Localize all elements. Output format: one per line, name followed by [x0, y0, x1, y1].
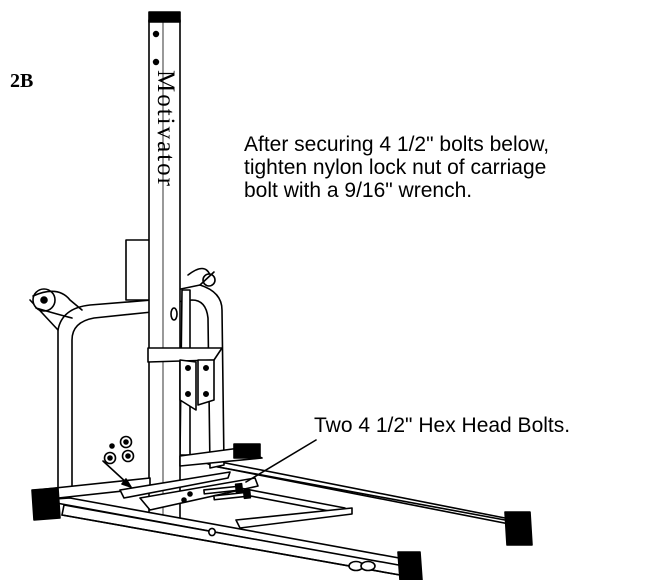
- base-frame: [36, 472, 410, 575]
- hex-head-bolts: [182, 484, 250, 502]
- arrow-left-nut: [103, 461, 131, 487]
- top-right-rail: [180, 444, 262, 466]
- brand-lettering: Motivator: [152, 70, 179, 188]
- column-bracket: [148, 348, 222, 410]
- foot-cap-rear-right: [505, 512, 532, 545]
- foot-cap-front-right: [398, 552, 422, 580]
- bolt-callout-label: Two 4 1/2" Hex Head Bolts.: [314, 414, 571, 437]
- step-label: 2B: [10, 70, 34, 92]
- leader-line-bolts: [246, 440, 316, 482]
- lock-nuts: [105, 437, 134, 464]
- right-arm-frame: [176, 269, 224, 469]
- back-plate: [126, 240, 152, 300]
- foot-cap-front-left: [32, 488, 60, 520]
- instruction-text: After securing 4 1/2" bolts below, tight…: [244, 133, 644, 202]
- instruction-line: bolt with a 9/16" wrench.: [244, 179, 473, 202]
- instruction-line: tighten nylon lock nut of carriage: [244, 156, 547, 179]
- left-arm-frame: [30, 289, 152, 490]
- chain-loop: [349, 562, 375, 571]
- instruction-line: After securing 4 1/2" bolts below,: [244, 133, 550, 156]
